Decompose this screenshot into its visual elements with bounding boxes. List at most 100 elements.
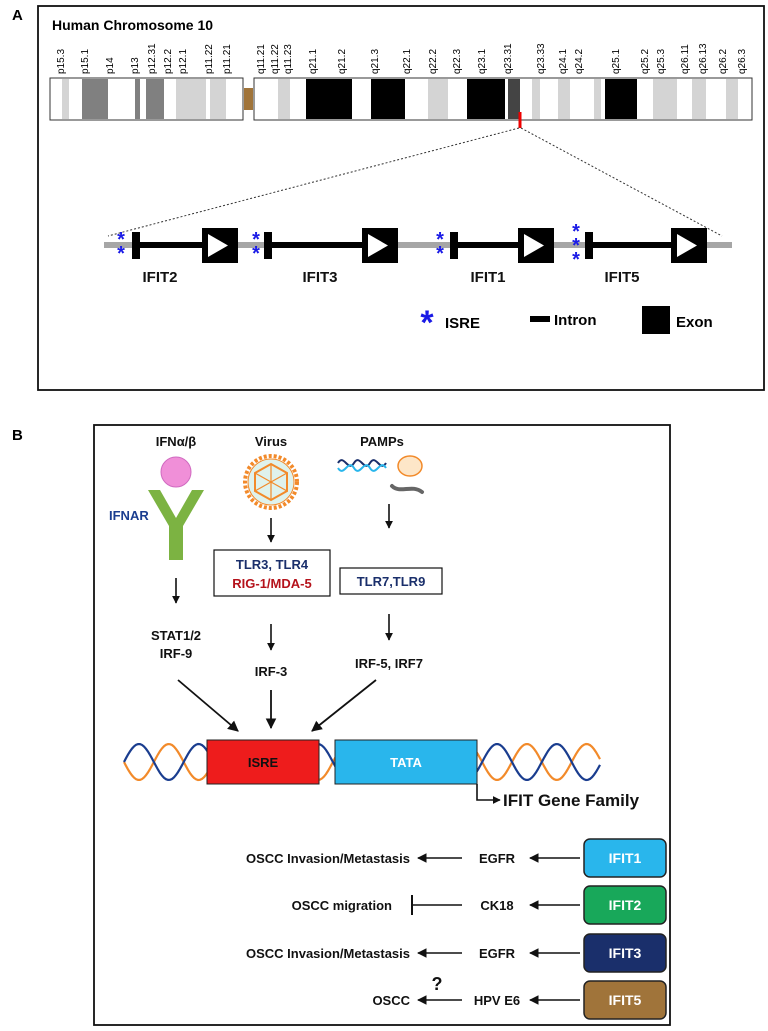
band-label: p14 [105, 57, 116, 74]
band-label: q25.3 [656, 49, 667, 74]
band-label: q23.31 [503, 43, 514, 74]
legend-isre-label: ISRE [445, 315, 480, 332]
band-label: q22.1 [402, 49, 413, 74]
transcription-start-arrow [476, 784, 501, 804]
band-label: p12.1 [178, 49, 189, 74]
tata-box-label: TATA [390, 755, 422, 770]
ifnar-receptor-icon [148, 490, 204, 560]
zoom-line-right [520, 127, 723, 237]
band-label: q26.2 [718, 49, 729, 74]
legend-intron-label: Intron [554, 312, 597, 329]
band-label: q26.11 [680, 44, 691, 74]
gene-badge-label: IFIT3 [609, 945, 642, 961]
chromosome-ideogram [49, 77, 753, 128]
gene-label-ifit2: IFIT2 [142, 269, 177, 286]
gene-ifit1 [450, 228, 554, 263]
band-label: p12.31 [147, 43, 158, 74]
isre-star: * [572, 235, 580, 257]
irf9-label: IRF-9 [160, 646, 193, 661]
mediator-label: EGFR [479, 851, 516, 866]
band-label: q23.33 [536, 43, 547, 74]
gene-badge-label: IFIT5 [609, 992, 642, 1008]
band-label: q21.1 [308, 49, 319, 74]
band-label: q26.13 [698, 43, 709, 74]
tlr79-box [339, 567, 443, 595]
gene-label-ifit1: IFIT1 [470, 269, 505, 286]
panel-a-legend: * ISRE Intron Exon [420, 304, 712, 342]
band-label: q21.2 [337, 49, 348, 74]
chromosome-title: Human Chromosome 10 [52, 17, 213, 33]
zoom-line-left [107, 127, 520, 237]
isre-star: * [117, 243, 125, 265]
band-label: q24.1 [558, 49, 569, 74]
mediator-label: HPV E6 [474, 993, 520, 1008]
band-label: q23.1 [477, 49, 488, 74]
legend-exon-swatch [642, 306, 670, 334]
band-label: q22.2 [428, 49, 439, 74]
isre-star: * [436, 243, 444, 265]
stat-label: STAT1/2 [151, 628, 201, 643]
gene-ifit5 [585, 228, 707, 263]
outcome-label: OSCC Invasion/Metastasis [246, 946, 410, 961]
mediator-label: CK18 [480, 898, 513, 913]
isre-star: * [436, 229, 444, 251]
gene-label-ifit3: IFIT3 [302, 269, 337, 286]
function-row-ifit3: IFIT3 EGFR OSCC Invasion/Metastasis [246, 933, 667, 973]
pamps-icon [337, 455, 424, 494]
gene-label-ifit5: IFIT5 [604, 269, 639, 286]
gene-badge-ifit5 [583, 980, 667, 1020]
band-label: p15.1 [80, 49, 91, 74]
question-mark: ? [432, 974, 443, 994]
band-label: p12.2 [163, 49, 174, 74]
tlr34-box [213, 549, 331, 597]
band-label: p11.22 [204, 44, 215, 74]
band-label: q21.3 [370, 49, 381, 74]
isre-star: * [572, 221, 580, 243]
isre-stars: * * * * * * * * * [117, 221, 580, 271]
band-label: q11.22 [270, 44, 281, 74]
legend-isre-star-icon: * [420, 304, 434, 342]
ifnar-label: IFNAR [109, 508, 149, 523]
band-label: p13 [130, 57, 141, 74]
gene-ifit3 [264, 228, 398, 263]
panel-b-frame [93, 424, 671, 1026]
virus-icon [243, 454, 299, 510]
gene-badge-ifit2 [583, 885, 667, 925]
stat-to-isre-arrow [177, 679, 239, 732]
isre-box-label: ISRE [248, 755, 279, 770]
tata-box [334, 739, 478, 785]
rig-mda5-label: RIG-1/MDA-5 [232, 576, 311, 591]
band-label: q25.2 [640, 49, 651, 74]
virus-label: Virus [255, 434, 287, 449]
ifit-gene-locus [104, 228, 732, 263]
band-label: p11.21 [222, 44, 233, 74]
legend-intron-swatch [530, 316, 550, 322]
panel-a-frame [37, 5, 765, 391]
gene-family-label: IFIT Gene Family [503, 791, 640, 810]
irf3-label: IRF-3 [255, 664, 288, 679]
gene-ifit2 [132, 228, 238, 263]
irf57-label: IRF-5, IRF7 [355, 656, 423, 671]
isre-box [206, 739, 320, 785]
gene-badge-ifit1 [583, 838, 667, 878]
isre-star: * [252, 243, 260, 265]
isre-star: * [572, 249, 580, 271]
tlr34-label: TLR3, TLR4 [236, 557, 309, 572]
mediator-label: EGFR [479, 946, 516, 961]
pamps-label: PAMPs [360, 434, 404, 449]
band-label: q24.2 [574, 49, 585, 74]
band-label: q11.21 [256, 44, 267, 74]
locus-backbone [104, 242, 732, 248]
panel-b-label: B [12, 427, 23, 444]
irf57-to-isre-arrow [311, 679, 377, 732]
panel-a-label: A [12, 7, 23, 24]
band-label: q26.3 [737, 49, 748, 74]
gene-badge-label: IFIT2 [609, 897, 642, 913]
